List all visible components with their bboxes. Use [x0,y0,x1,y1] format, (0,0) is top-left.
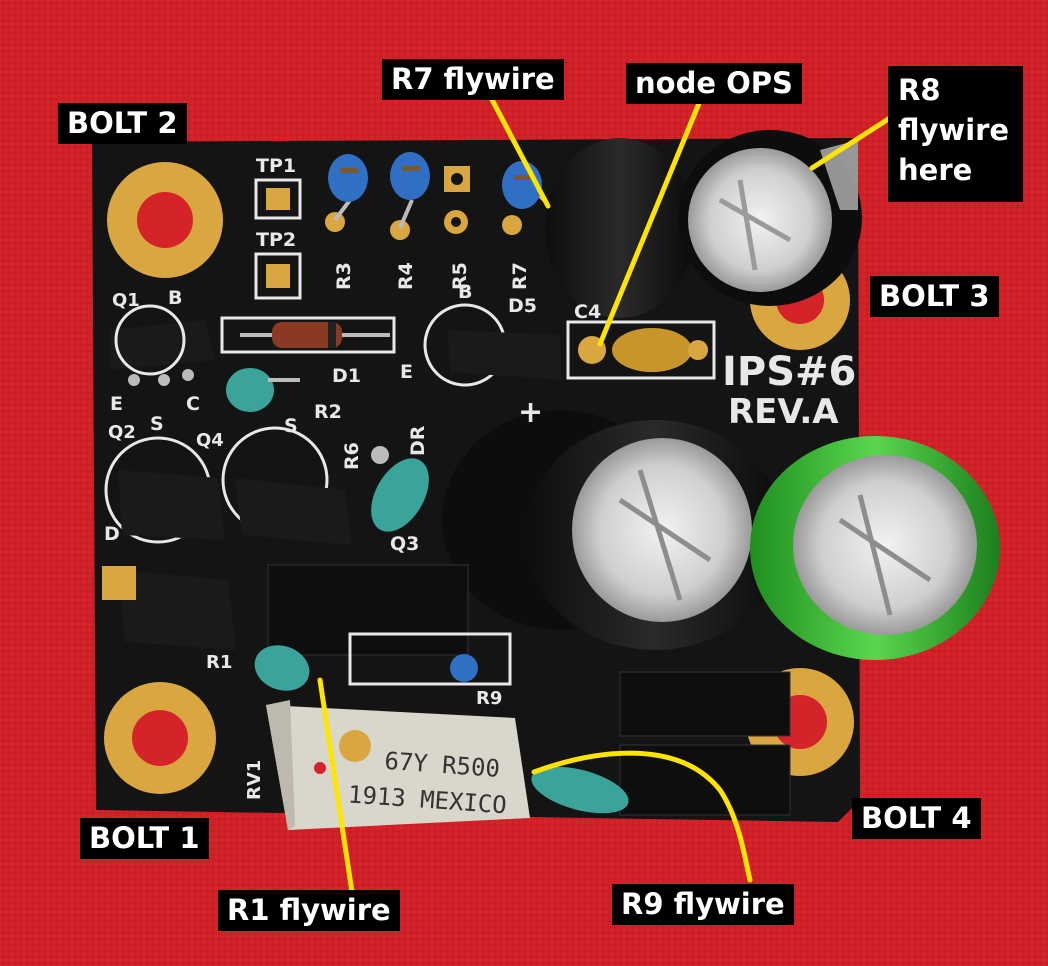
resistor-r4 [390,152,430,229]
power-device-right-top [619,671,791,737]
silk-c1: C [186,393,200,415]
silk-d5: D5 [508,295,537,317]
silk-r5: R5 [449,262,471,290]
label-bolt-1: BOLT 1 [80,818,209,859]
capacitor-r8-area [678,130,862,306]
resistor-r6 [371,446,429,532]
capacitor-green [750,436,1000,660]
resistor-r9 [531,766,629,814]
silk-r3: R3 [333,262,355,290]
resistor-pad-row [325,166,522,240]
label-r8-line2: flywire [898,113,1010,147]
silk-tp1: TP1 [256,155,296,177]
capacitor-large-center [442,410,785,650]
trimmer-rv1 [266,700,530,830]
silk-b1: B [168,287,182,309]
label-r7-flywire: R7 flywire [382,59,564,100]
tp1-outline [254,178,302,220]
tp2-outline [254,252,302,300]
silk-r4: R4 [395,262,417,290]
transistor-q5 [423,303,562,387]
transistor-q2 [104,436,225,544]
silk-q2: Q2 [108,422,136,443]
pointer-r7 [485,89,551,209]
silk-s2: S [284,415,298,437]
silk-tp2: TP2 [256,229,296,251]
power-device-right-bottom [619,744,791,816]
silk-s1: S [150,413,164,435]
silk-e1: E [110,393,123,415]
silk-board-title: IPS#6 [722,349,856,395]
silk-r6: R6 [341,442,363,470]
r9-pad-blue [450,654,478,682]
mount-hole-bolt2 [107,162,223,278]
tp1-pad [266,188,290,210]
transistor-q4 [221,426,352,545]
diode-d1 [220,316,396,354]
silk-b2: B [458,281,472,303]
silk-r9: R9 [476,688,502,709]
silk-dr: DR [407,425,429,456]
silk-r7: R7 [509,262,531,290]
r9-outline [348,632,512,686]
silk-q3: Q3 [390,533,419,555]
pointer-r1 [317,677,355,895]
pointer-node-ops [597,93,705,347]
tp2-pad [266,264,290,288]
mount-hole-bolt1 [104,682,216,794]
label-bolt-2: BOLT 2 [58,103,187,144]
silk-board-rev: REV.A [728,392,839,432]
pointer-r9 [531,750,753,883]
label-r8-flywire-here: R8 flywire here [888,66,1023,202]
label-bolt-3: BOLT 3 [870,276,999,317]
label-bolt-4: BOLT 4 [852,798,981,839]
silk-plus: + [518,395,543,430]
silk-rv1: RV1 [244,760,265,800]
label-r8-line3: here [898,153,973,187]
resistor-r1 [254,645,310,691]
pointer-r8 [809,115,893,171]
power-device-center [267,564,469,656]
silk-r1: R1 [206,652,232,673]
label-r8-line1: R8 [898,73,941,107]
silk-c4: C4 [574,301,601,323]
silk-d-pin: D [104,523,120,545]
capacitor-black-top [545,138,695,318]
label-r9-flywire: R9 flywire [612,884,794,925]
silk-r2: R2 [314,401,342,423]
silk-q4: Q4 [196,430,224,451]
resistor-r2 [226,368,300,412]
silk-q1: Q1 [112,290,140,311]
silk-d1: D1 [332,365,361,387]
silk-e2: E [400,361,413,383]
label-node-ops: node OPS [626,63,802,104]
transistor-q3 [102,566,236,650]
resistor-r3 [328,154,368,222]
label-r1-flywire: R1 flywire [218,890,400,931]
transistor-q1 [110,304,215,386]
